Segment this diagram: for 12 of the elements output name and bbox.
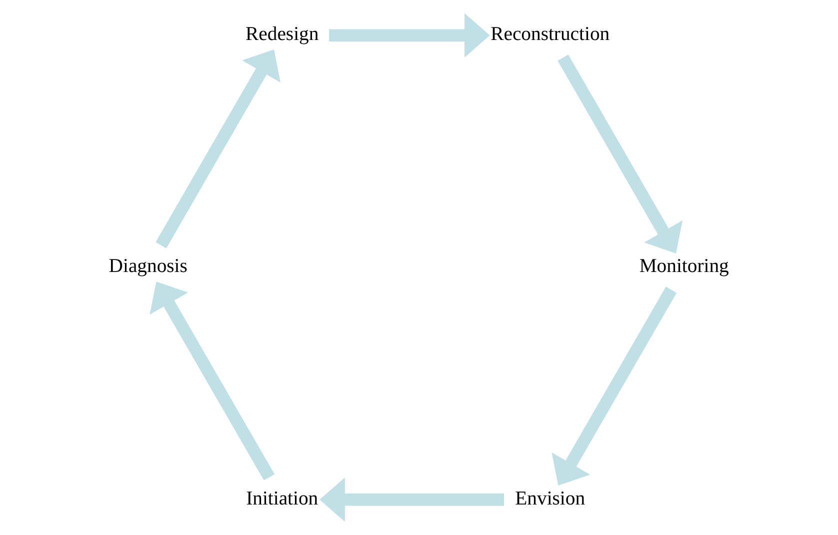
node-text: Redesign [245, 23, 318, 46]
node-text: Envision [514, 487, 585, 510]
node-text: Diagnosis [108, 255, 187, 278]
node-text: Monitoring [638, 255, 728, 278]
arrow [557, 54, 682, 254]
arrow [319, 477, 504, 522]
arrow [149, 282, 274, 480]
node-text: Reconstruction [490, 23, 610, 46]
arrow [551, 286, 676, 486]
node-text: Initiation [246, 487, 318, 510]
arrow [155, 50, 280, 248]
arrow [328, 13, 490, 58]
